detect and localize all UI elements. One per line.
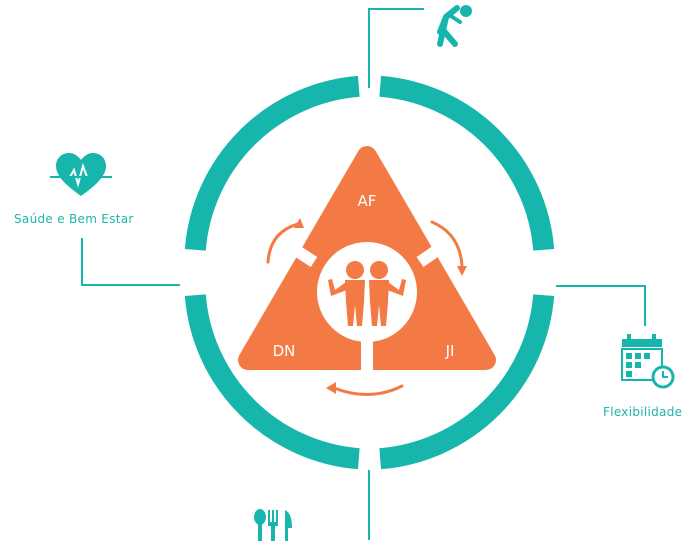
cycle-arrowheads <box>294 218 467 394</box>
ring-arc-top-right <box>379 75 555 251</box>
label-saude-bem-estar: Saúde e Bem Estar <box>14 212 134 226</box>
arrowhead-right <box>457 266 467 276</box>
connector-top <box>368 8 424 88</box>
arrow-bottom <box>332 384 404 397</box>
calendar-clock-icon <box>621 334 675 389</box>
ring-arc-bottom-left <box>184 294 360 470</box>
ring-arc-top-left <box>184 75 360 251</box>
arrowhead-bottom <box>326 382 336 394</box>
connector-lines <box>81 8 646 540</box>
label-flexibilidade: Flexibilidade <box>603 405 683 419</box>
heart-pulse-icon <box>50 153 112 196</box>
arrow-right <box>430 220 464 268</box>
arrowhead-left <box>294 218 304 228</box>
cycle-arrows <box>266 220 464 397</box>
connector-right <box>556 285 646 326</box>
outer-ring <box>184 75 555 470</box>
divider-top-left <box>276 234 318 268</box>
two-people-flexing-icon <box>328 261 406 326</box>
cutlery-icon <box>254 509 292 541</box>
divider-top-right <box>416 235 456 267</box>
triangle-label-top: AF <box>358 192 377 210</box>
triangle-label-right: JI <box>445 342 455 360</box>
connector-left <box>81 238 180 286</box>
triangle-label-left: DN <box>273 342 296 360</box>
ring-arc-bottom-right <box>379 294 555 470</box>
triangle-dividers <box>276 234 456 376</box>
center-circle <box>317 242 417 342</box>
arrow-left <box>266 222 300 264</box>
exercise-person-icon <box>437 5 472 47</box>
